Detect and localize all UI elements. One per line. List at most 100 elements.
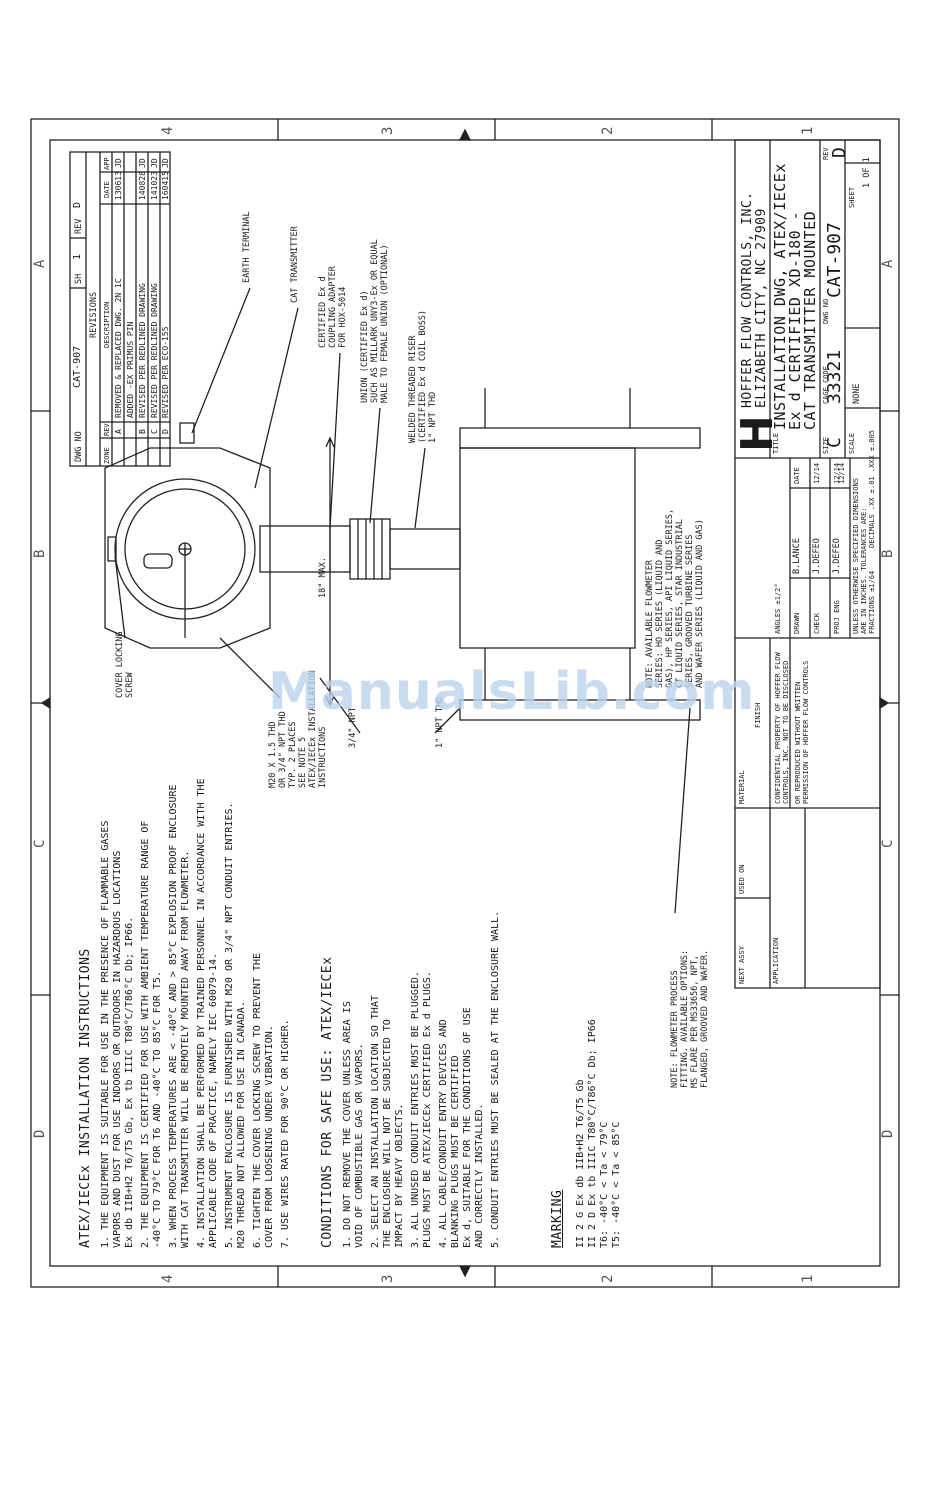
- instruction-line: 3. WHEN PROCESS TEMPERATURES ARE < -40°C…: [168, 784, 179, 1248]
- dwg-no-value: CAT-907: [824, 222, 845, 298]
- rotated-drawing: D C B A D C B A 4 3 2 1 4 3 2 1 DWG NO C…: [30, 118, 900, 1288]
- check-label: CHECK: [813, 612, 821, 634]
- company-name: HOFFER FLOW CONTROLS, INC.: [740, 191, 755, 409]
- zone-left-3: 3: [380, 1274, 396, 1283]
- condition-line: VOID OF COMBUSTIBLE GAS OR VAPORS.: [354, 1043, 365, 1248]
- rev-rev-label: REV: [74, 218, 84, 234]
- drawn-date: 12/14: [813, 462, 821, 484]
- check-value: J.DEFEO: [812, 538, 822, 574]
- title-block-frame: [734, 139, 881, 989]
- rev-row-b-rev: B: [138, 429, 147, 434]
- rev-row-a2-desc: ADDED -EX PRIMUS PIN: [126, 321, 135, 418]
- callout-union-1: UNION (CERTIFIED Ex d): [360, 290, 370, 403]
- instruction-line: M20 THREAD NOT ALLOWED FOR USE IN CANADA…: [236, 1001, 247, 1248]
- union: [349, 518, 391, 580]
- callout-m20-3: TYP. 2 PLACES: [288, 721, 298, 788]
- callout-cat-transmitter: CAT TRANSMITTER: [290, 226, 300, 303]
- revisions-title: REVISIONS: [89, 291, 99, 338]
- condition-line: PLUGS MUST BE ATEX/IECEx CERTIFIED Ex d …: [422, 971, 433, 1248]
- zone-left-4: 4: [160, 1274, 176, 1283]
- flange-left: [459, 699, 701, 721]
- callout-union-3: MALE TO FEMALE UNION (OPTIONAL): [380, 244, 390, 403]
- condition-line: BLANKING PLUGS MUST BE CERTIFIED: [450, 1055, 461, 1248]
- rev-row-c-app: JD: [150, 158, 159, 168]
- drawing-linework: [30, 118, 900, 1288]
- proprietary-4: PERMISSION OF HOFFER FLOW CONTROLS: [802, 660, 810, 804]
- dwg-no-label: DWG NO: [822, 298, 830, 324]
- process-note-1: NOTE: FLOWMETER PROCESS: [670, 970, 680, 1088]
- rev-rev: D: [72, 201, 83, 208]
- riser: [389, 528, 461, 570]
- rev-sh-label: SH: [74, 273, 84, 284]
- instruction-line: 7. USE WIRES RATED FOR 90°C OR HIGHER.: [280, 1019, 291, 1248]
- rev-header-rev: REV: [103, 423, 111, 436]
- callout-earth-terminal: EARTH TERMINAL: [242, 211, 252, 283]
- rev-header-description: DESCRIPTION: [103, 301, 111, 348]
- size-value: C: [824, 437, 845, 448]
- marking-line: T6: -40°C < Ta < 79°C: [599, 1121, 610, 1248]
- process-note-4: FLANGED, GROOVED AND WAFER.: [700, 949, 710, 1088]
- rev-dwg-no: CAT-907: [72, 345, 83, 388]
- instruction-line: APPLICABLE CODE OF PRACTICE, NAMELY IEC …: [208, 952, 219, 1248]
- instruction-line: -40°C TO 79°C FOR T6 AND -40°C TO 85°C F…: [152, 971, 163, 1248]
- instructions-title: ATEX/IECEx INSTALLATION INSTRUCTIONS: [78, 948, 93, 1248]
- proj-value: J.DEFEO: [832, 538, 842, 574]
- rev-row-b-desc: REVISED PER REDLINED DRAWING: [138, 283, 147, 418]
- condition-line: 4. ALL CABLE/CONDUIT ENTRY DEVICES AND: [438, 1019, 449, 1248]
- title-label: TITLE: [772, 432, 780, 454]
- rev-row-d-desc: REVISED PER ECO-155: [161, 326, 170, 418]
- rev-header-app: APP: [103, 157, 111, 170]
- callout-m20-2: OR 3/4" NPT THD: [278, 711, 288, 788]
- coupling-adapter: [259, 525, 351, 573]
- marking-line: T5: -40°C < Ta < 85°C: [611, 1121, 622, 1248]
- tolerance-5: ANGLES ±1/2°: [774, 583, 782, 634]
- instruction-line: 6. TIGHTEN THE COVER LOCKING SCREW TO PR…: [252, 952, 263, 1248]
- condition-line: THE ENCLOSURE WILL NOT BE SUBJECTED TO: [382, 1019, 393, 1248]
- callout-cover-screw-2: SCREW: [125, 672, 135, 698]
- callout-union-2: SUCH AS MILLARK UNY3-Ex OR EQUAL: [370, 239, 380, 403]
- rev-row-a-desc: REMOVED & REPLACED DWG. 2N 1C: [114, 278, 123, 418]
- rev-sh: 1: [72, 253, 83, 260]
- rev-row-c-desc: REVISED PER REDLINED DRAWING: [150, 283, 159, 418]
- watermark: ManualsLib.com: [268, 662, 756, 722]
- zone-top-d: D: [32, 1129, 48, 1138]
- rev-value: D: [829, 147, 850, 158]
- rev-row-d-date: 160415: [161, 171, 170, 200]
- revision-block-frame: [69, 151, 171, 467]
- company-address: ELIZABETH CITY, NC 27909: [754, 208, 769, 408]
- callout-m20-4: SEE NOTE 5: [298, 736, 308, 788]
- proprietary-2: CONTROLS, INC. NOT TO BE DISCLOSED: [782, 660, 790, 804]
- flowmeter-body-outline: [459, 447, 636, 649]
- tolerance-4: DECIMALS .XX ±.01 .XXX ±.005: [868, 429, 876, 548]
- material-label: MATERIAL: [738, 770, 746, 804]
- drawn-label: DRAWN: [793, 612, 801, 634]
- rev-header-date: DATE: [103, 181, 111, 198]
- instruction-line: 2. THE EQUIPMENT IS CERTIFIED FOR USE WI…: [140, 820, 151, 1248]
- callout-coupling-2: COUPLING ADAPTER: [328, 266, 338, 348]
- condition-line: AND CORRECTLY INSTALLED.: [474, 1103, 485, 1249]
- zone-right-2: 2: [600, 126, 616, 135]
- callout-riser-1: WELDED THREADED RISER: [408, 335, 418, 443]
- condition-line: IMPACT BY HEAVY OBJECTS.: [394, 1103, 405, 1249]
- rev-row-a-app: JD: [114, 158, 123, 168]
- sheet-value: 1 OF 1: [862, 157, 872, 188]
- sheet-label: SHEET: [848, 186, 856, 208]
- instruction-line: 1. THE EQUIPMENT IS SUITABLE FOR USE IN …: [100, 820, 111, 1248]
- rev-dwg-no-label: DWG NO: [74, 431, 84, 462]
- marking-title: MARKING: [550, 1189, 565, 1248]
- zone-bottom-a: A: [880, 259, 896, 268]
- zone-bottom-c: C: [880, 839, 896, 848]
- rev-row-a-date: 130613: [114, 171, 123, 200]
- callout-m20-1: M20 X 1.5 THD: [268, 721, 278, 788]
- scale-value: NONE: [852, 383, 862, 404]
- enclosure-body: [104, 447, 271, 649]
- instruction-line: 5. INSTRUMENT ENCLOSURE IS FURNISHED WIT…: [224, 802, 235, 1248]
- rev-header-zone: ZONE: [103, 447, 111, 464]
- rev-row-d-rev: D: [161, 429, 170, 434]
- marking-line: II 2 D Ex tb IIIC T80°C/T86°C Db; IP66: [587, 1019, 598, 1248]
- zone-right-1: 1: [800, 126, 816, 135]
- proj-label: PROJ ENG: [833, 600, 841, 634]
- marking-line: II 2 G Ex db IIB+H2 T6/T5 Gb: [575, 1079, 586, 1248]
- zone-bottom-d: D: [880, 1129, 896, 1138]
